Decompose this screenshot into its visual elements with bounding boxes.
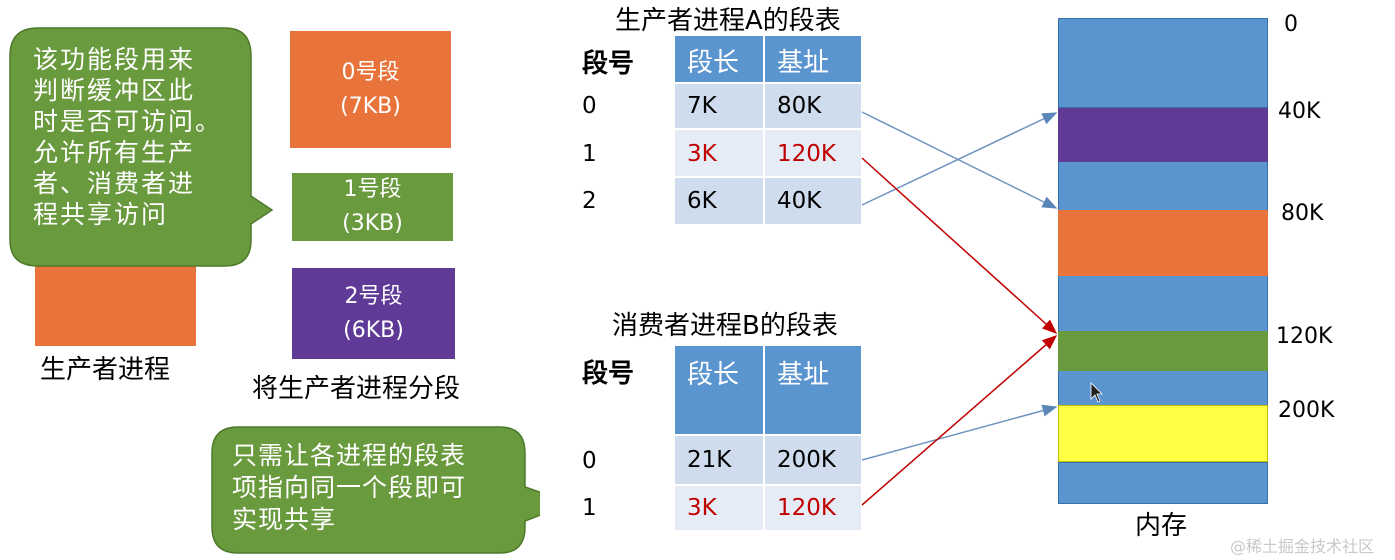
tableB-row1-base: 120K — [765, 486, 861, 530]
memory-address-40k: 40K — [1278, 99, 1321, 124]
callout-bubble-buffer-shape — [9, 27, 274, 267]
callout-bubble-sharing-text: 只需让各进程的段表 项指向同一个段即可 实现共享 — [232, 440, 466, 536]
tableA-header-divider — [763, 36, 765, 82]
tableA-title: 生产者进程A的段表 — [615, 6, 841, 36]
bubble1-line: 程共享访问 — [33, 200, 169, 229]
tableA-row2-len: 6K — [675, 178, 763, 224]
tableB-header: 段长 基址 — [675, 346, 861, 434]
callout-bubble-sharing — [211, 426, 540, 554]
bubble1-line: 该功能段用来 — [33, 45, 196, 74]
tableA-row0-no: 0 — [582, 93, 597, 119]
tableA-row0-len: 7K — [675, 84, 763, 128]
tableA-header: 段长 基址 — [675, 36, 861, 82]
segment-0-size: (7KB) — [340, 93, 401, 119]
segment-1-name: 1号段 — [343, 177, 402, 202]
callout-bubble-buffer — [9, 27, 274, 267]
tableB-row0-base: 200K — [765, 436, 861, 484]
tableA-row2-base: 40K — [765, 178, 861, 224]
tableA-row1-len: 3K — [675, 130, 763, 176]
memory-segment-2 — [1058, 108, 1268, 162]
memory-segment-consumer-0 — [1058, 405, 1268, 462]
tableA-col-base: 基址 — [777, 48, 830, 78]
callout-bubble-buffer-text: 该功能段用来 判断缓冲区此 时是否可访问。 允许所有生产 者、消费者进 程共享访… — [33, 44, 222, 230]
arrow-A2-to-40k — [861, 112, 1058, 206]
memory-segment-1-shared — [1058, 331, 1268, 371]
tableA-col-no: 段号 — [582, 49, 635, 79]
tableB-row0-len: 21K — [675, 436, 763, 484]
tableB-row0-no: 0 — [582, 448, 597, 474]
producer-process-block — [35, 262, 196, 346]
bubble1-line: 判断缓冲区此 — [33, 76, 196, 105]
memory-address-0: 0 — [1284, 12, 1298, 37]
tableA-row0-base: 80K — [765, 84, 861, 128]
tableB-col-len: 段长 — [687, 360, 740, 390]
memory-block-1 — [1058, 162, 1268, 210]
tableB-title: 消费者进程B的段表 — [612, 311, 838, 341]
tableB-row1-no: 1 — [582, 495, 597, 521]
bubble1-line: 允许所有生产 — [33, 138, 196, 167]
memory-block-4 — [1058, 462, 1268, 504]
memory-segment-0 — [1058, 210, 1268, 276]
callout-bubble-sharing-shape — [211, 426, 540, 554]
tableA-row1-no: 1 — [582, 141, 597, 167]
memory-block-2 — [1058, 276, 1268, 331]
bubble1-line: 时是否可访问。 — [33, 107, 223, 136]
segment-1-box: 1号段 (3KB) — [292, 173, 453, 241]
bubble2-line: 实现共享 — [232, 505, 337, 534]
memory-address-200k: 200K — [1278, 398, 1335, 423]
bubble2-line: 只需让各进程的段表 — [232, 441, 467, 470]
memory-address-80k: 80K — [1281, 201, 1324, 226]
tableB-col-base: 基址 — [777, 360, 830, 390]
segment-0-box: 0号段 (7KB) — [290, 31, 451, 148]
tableB-col-no: 段号 — [582, 359, 635, 389]
segment-2-name: 2号段 — [344, 283, 403, 309]
memory-label: 内存 — [1135, 511, 1188, 541]
arrow-B1-to-120k — [861, 335, 1058, 506]
tableA-row2-no: 2 — [582, 188, 597, 214]
producer-process-label: 生产者进程 — [40, 355, 171, 385]
segment-2-box: 2号段 (6KB) — [292, 268, 455, 359]
bubble1-line: 者、消费者进 — [33, 169, 196, 198]
arrow-A0-to-80k — [861, 111, 1058, 209]
tableB-row1-len: 3K — [675, 486, 763, 530]
memory-block-0 — [1058, 18, 1268, 108]
tableB-header-divider — [763, 346, 765, 434]
arrow-A1-to-120k — [861, 157, 1058, 335]
memory-address-120k: 120K — [1276, 324, 1333, 349]
segment-0-name: 0号段 — [341, 59, 400, 85]
arrow-B0-to-200k — [861, 404, 1058, 461]
segment-2-size: (6KB) — [343, 317, 404, 343]
segmentation-label: 将生产者进程分段 — [252, 374, 461, 404]
mouse-cursor-icon — [1090, 382, 1103, 403]
watermark: @稀土掘金技术社区 — [1230, 537, 1375, 556]
segment-1-size: (3KB) — [342, 211, 403, 236]
bubble2-line: 项指向同一个段即可 — [232, 473, 467, 502]
tableA-col-len: 段长 — [687, 48, 740, 78]
tableA-row1-base: 120K — [765, 130, 861, 176]
